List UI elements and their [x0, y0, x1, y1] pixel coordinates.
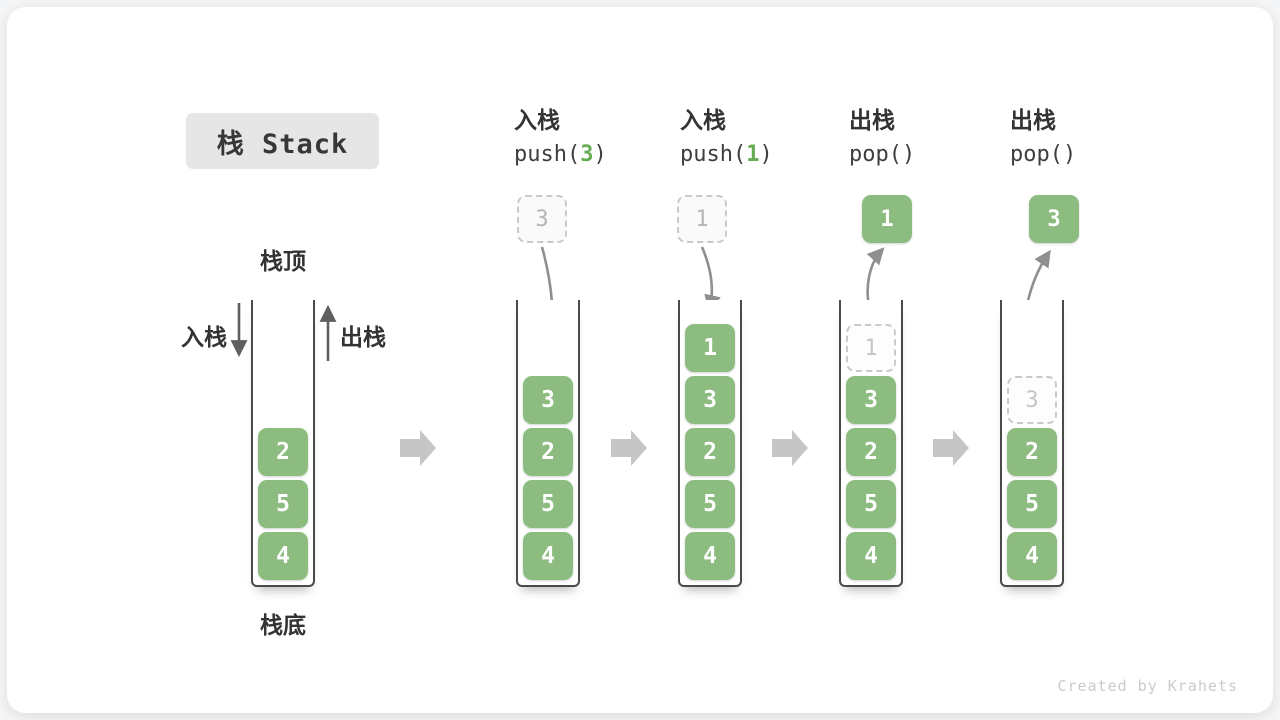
stack-block: 5 [1007, 480, 1057, 528]
stack-after-pop-3: 3 2 5 4 [1000, 300, 1064, 587]
op-code: pop() [849, 142, 1009, 168]
step-arrow-icon [400, 430, 436, 466]
op-code-post: ) [1062, 142, 1077, 167]
float-item-dashed: 3 [517, 195, 567, 243]
stack-block: 5 [685, 480, 735, 528]
stack-block: 2 [846, 428, 896, 476]
stack-block: 5 [258, 480, 308, 528]
op-code-post: ) [901, 142, 916, 167]
stack-block: 5 [846, 480, 896, 528]
label-stack-top: 栈顶 [260, 248, 306, 274]
stack-after-push-3: 3 2 5 4 [516, 300, 580, 587]
step-arrow-icon [772, 430, 808, 466]
stack-block: 4 [685, 532, 735, 580]
stack-block: 2 [523, 428, 573, 476]
title-badge: 栈 Stack [186, 113, 379, 169]
stack-block: 3 [846, 376, 896, 424]
push-1-curve-arrow-icon [700, 246, 721, 312]
op-code-arg: 1 [746, 142, 760, 167]
stack-initial: 2 5 4 [251, 300, 315, 587]
op-label: 入栈 [680, 107, 726, 133]
op-code-pre: pop( [849, 142, 902, 167]
stack-block: 3 [523, 376, 573, 424]
float-item-dashed: 1 [677, 195, 727, 243]
op-header-pop-3: 出栈 pop() [1010, 106, 1170, 168]
op-label: 入栈 [514, 107, 560, 133]
popped-slot-ghost: 3 [1007, 376, 1057, 424]
op-header-pop-1: 出栈 pop() [849, 106, 1009, 168]
stack-block: 4 [846, 532, 896, 580]
op-code-pre: push( [514, 142, 581, 167]
label-push: 入栈 [181, 324, 227, 350]
op-code-arg: 3 [580, 142, 594, 167]
op-code-pre: push( [680, 142, 747, 167]
label-stack-bottom: 栈底 [260, 612, 306, 638]
stack-after-pop-1: 1 3 2 5 4 [839, 300, 903, 587]
stack-block: 1 [685, 324, 735, 372]
op-code-post: ) [759, 142, 773, 167]
op-code: push(1) [680, 142, 840, 168]
op-label: 出栈 [1010, 107, 1056, 133]
op-header-push-1: 入栈 push(1) [680, 106, 840, 168]
op-code-pre: pop( [1010, 142, 1063, 167]
stack-block: 4 [258, 532, 308, 580]
title-text: 栈 Stack [216, 128, 349, 160]
op-header-push-3: 入栈 push(3) [514, 106, 674, 168]
stack-block: 2 [1007, 428, 1057, 476]
step-arrow-icon [611, 430, 647, 466]
step-arrow-icon [933, 430, 969, 466]
stack-block: 4 [523, 532, 573, 580]
float-item-popped: 3 [1029, 195, 1079, 243]
op-code: push(3) [514, 142, 674, 168]
op-code-post: ) [593, 142, 607, 167]
stack-block: 2 [685, 428, 735, 476]
stack-block: 5 [523, 480, 573, 528]
stack-block: 4 [1007, 532, 1057, 580]
label-pop: 出栈 [340, 324, 386, 350]
float-item-popped: 1 [862, 195, 912, 243]
op-code: pop() [1010, 142, 1170, 168]
credit-text: Created by Krahets [1057, 677, 1238, 695]
stack-block: 2 [258, 428, 308, 476]
popped-slot-ghost: 1 [846, 324, 896, 372]
stack-after-push-1: 1 3 2 5 4 [678, 300, 742, 587]
stack-block: 3 [685, 376, 735, 424]
op-label: 出栈 [849, 107, 895, 133]
